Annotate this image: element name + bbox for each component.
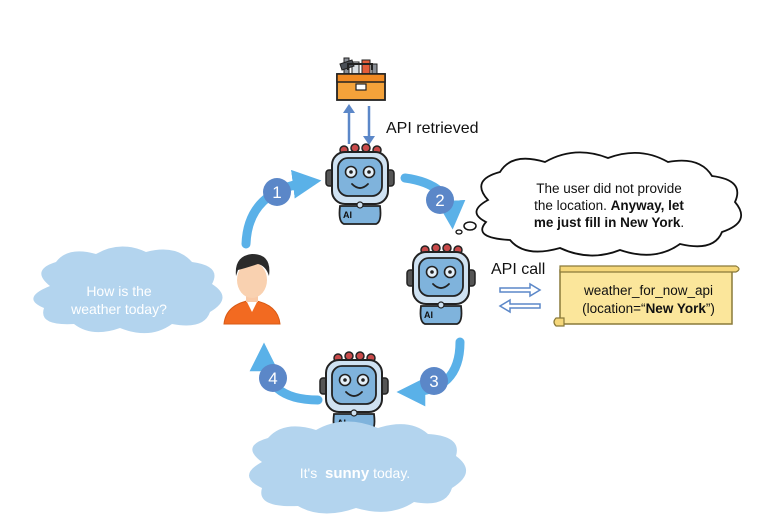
user-question-line-1: How is the	[86, 283, 152, 299]
robot-icon-bottom	[319, 351, 389, 433]
step-number-4: 4	[268, 369, 277, 388]
step-number-3: 3	[429, 372, 438, 391]
api-retrieve-arrows	[343, 104, 375, 145]
step-badge-2: 2	[426, 186, 454, 214]
thought-line-1: The user did not provide	[536, 181, 682, 196]
scroll-icon	[553, 265, 740, 327]
api-retrieved-label: API retrieved	[386, 120, 479, 137]
answer-text: It's sunny today.	[270, 465, 440, 482]
step-badge-1: 1	[263, 178, 291, 206]
user-question-line-2: weather today?	[71, 301, 167, 317]
thought-line-2: the location.	[534, 198, 611, 213]
step-badge-3: 3	[420, 367, 448, 395]
person-icon	[223, 254, 281, 325]
user-question-text: How is the weather today?	[44, 282, 194, 318]
arrow-step-1	[241, 169, 322, 249]
api-arg-prefix: (location=“	[582, 301, 646, 316]
robot-badge-top: AI	[343, 210, 352, 220]
api-arg-suffix: ”)	[705, 301, 715, 316]
thought-line-3-end: .	[680, 215, 685, 230]
api-arg-value: New York	[645, 301, 706, 316]
step-number-1: 1	[272, 183, 281, 202]
step-badge-4: 4	[259, 364, 287, 392]
api-call-arrows	[498, 282, 542, 314]
user-question-cloud	[33, 246, 223, 334]
answer-bold: sunny	[325, 465, 370, 482]
robot-icon-top	[325, 143, 395, 225]
thought-text: The user did not provide the location. A…	[503, 180, 715, 231]
answer-cloud	[249, 421, 467, 514]
api-call-text: weather_for_now_api (location=“New York”…	[566, 282, 731, 318]
thought-line-2-bold: Anyway, let	[610, 198, 684, 213]
thought-dot-large	[463, 221, 477, 231]
robot-icon-right	[406, 243, 476, 325]
api-call-label: API call	[491, 261, 546, 278]
step-number-2: 2	[435, 191, 444, 210]
toolbox-icon	[336, 57, 386, 101]
robot-badge-right: AI	[424, 310, 433, 320]
thought-dot-small	[455, 229, 463, 235]
thought-cloud	[475, 151, 743, 257]
thought-line-3-bold: me just fill in New York	[533, 215, 681, 230]
answer-suffix: today.	[369, 465, 411, 481]
api-name: weather_for_now_api	[583, 283, 714, 298]
answer-prefix: It's	[299, 465, 326, 481]
